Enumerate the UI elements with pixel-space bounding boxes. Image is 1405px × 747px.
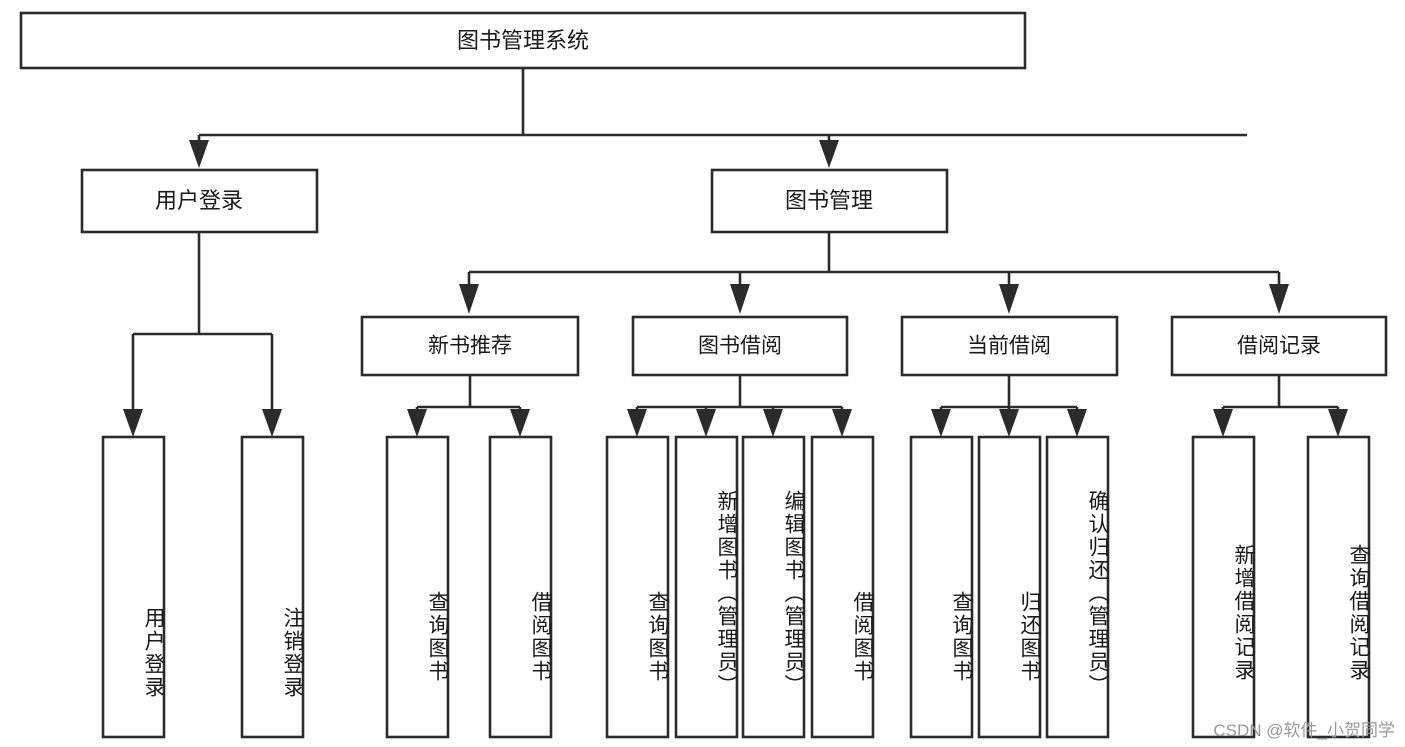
node-root[interactable]: 图书管理系统 xyxy=(19,11,1027,70)
edge-current-borrow-to-leaves xyxy=(931,375,1087,437)
arrow-head-leaf-c2 xyxy=(999,409,1019,437)
arrow-head-leaf-b3 xyxy=(763,409,783,437)
leaf-rect-book-borrow-3[interactable] xyxy=(741,435,806,739)
arrow-head-leaf-b4 xyxy=(832,409,852,437)
node-book-manage-label: 图书管理 xyxy=(785,188,873,213)
leaf-rect-borrow-record-2[interactable] xyxy=(1306,435,1371,739)
edge-new-book-to-leaves xyxy=(407,375,530,437)
node-user-login-label: 用户登录 xyxy=(155,188,243,213)
arrow-head-user-login xyxy=(189,140,209,168)
arrow-head-current-borrow xyxy=(999,284,1019,314)
node-book-manage[interactable]: 图书管理 xyxy=(710,168,949,234)
node-current-borrow[interactable]: 当前借阅 xyxy=(900,315,1119,377)
leaf-rect-user-login-1[interactable] xyxy=(101,435,166,739)
arrow-head-leaf-b2 xyxy=(696,409,716,437)
node-user-login-rect xyxy=(80,168,319,234)
arrow-head-leaf-n2 xyxy=(510,409,530,437)
leaf-rect-user-login-2[interactable] xyxy=(240,435,305,739)
node-book-borrow[interactable]: 图书借阅 xyxy=(631,315,849,377)
leaf-rect-book-borrow-2[interactable] xyxy=(674,435,739,739)
edge-borrow-record-to-leaves xyxy=(1213,375,1348,437)
leaf-rect-current-borrow-3[interactable] xyxy=(1045,435,1110,739)
leaf-rect-new-book-2[interactable] xyxy=(488,435,553,739)
arrow-head-new-book xyxy=(459,284,479,314)
node-current-borrow-rect xyxy=(900,315,1119,377)
node-new-book-recommend-rect xyxy=(360,315,580,377)
arrow-head-borrow-record xyxy=(1269,284,1289,314)
node-book-borrow-label: 图书借阅 xyxy=(698,335,782,358)
arrow-head-book-manage xyxy=(819,140,839,168)
arrow-head-leaf-b1 xyxy=(627,409,647,437)
node-root-rect xyxy=(19,11,1027,70)
arrow-head-leaf-c1 xyxy=(931,409,951,437)
arrow-head-leaf-n1 xyxy=(407,409,427,437)
leaf-rect-borrow-record-1[interactable] xyxy=(1191,435,1256,739)
node-new-book-recommend-label: 新书推荐 xyxy=(428,335,512,358)
leaf-rect-current-borrow-2[interactable] xyxy=(977,435,1042,739)
arrow-head-leaf-c3 xyxy=(1067,409,1087,437)
arrow-head-leaf-r1 xyxy=(1213,409,1233,437)
node-current-borrow-label: 当前借阅 xyxy=(967,335,1051,358)
node-borrow-record[interactable]: 借阅记录 xyxy=(1170,315,1388,377)
leaf-rect-book-borrow-1[interactable] xyxy=(605,435,670,739)
edge-book-manage-to-level3 xyxy=(459,232,1289,314)
arrow-head-leaf-u1 xyxy=(123,409,143,437)
edge-root-to-level2 xyxy=(189,68,1247,168)
node-user-login[interactable]: 用户登录 xyxy=(80,168,319,234)
arrow-head-leaf-r2 xyxy=(1328,409,1348,437)
edge-book-borrow-to-leaves xyxy=(627,375,852,437)
leaf-rect-new-book-1[interactable] xyxy=(385,435,450,739)
leaf-rect-book-borrow-4[interactable] xyxy=(810,435,875,739)
arrow-head-leaf-u2 xyxy=(262,409,282,437)
node-new-book-recommend[interactable]: 新书推荐 xyxy=(360,315,580,377)
leaf-rect-current-borrow-1[interactable] xyxy=(909,435,974,739)
node-borrow-record-label: 借阅记录 xyxy=(1237,335,1321,358)
edge-user-login-to-leaves xyxy=(123,232,282,437)
node-root-label: 图书管理系统 xyxy=(457,28,589,53)
arrow-head-book-borrow xyxy=(730,284,750,314)
